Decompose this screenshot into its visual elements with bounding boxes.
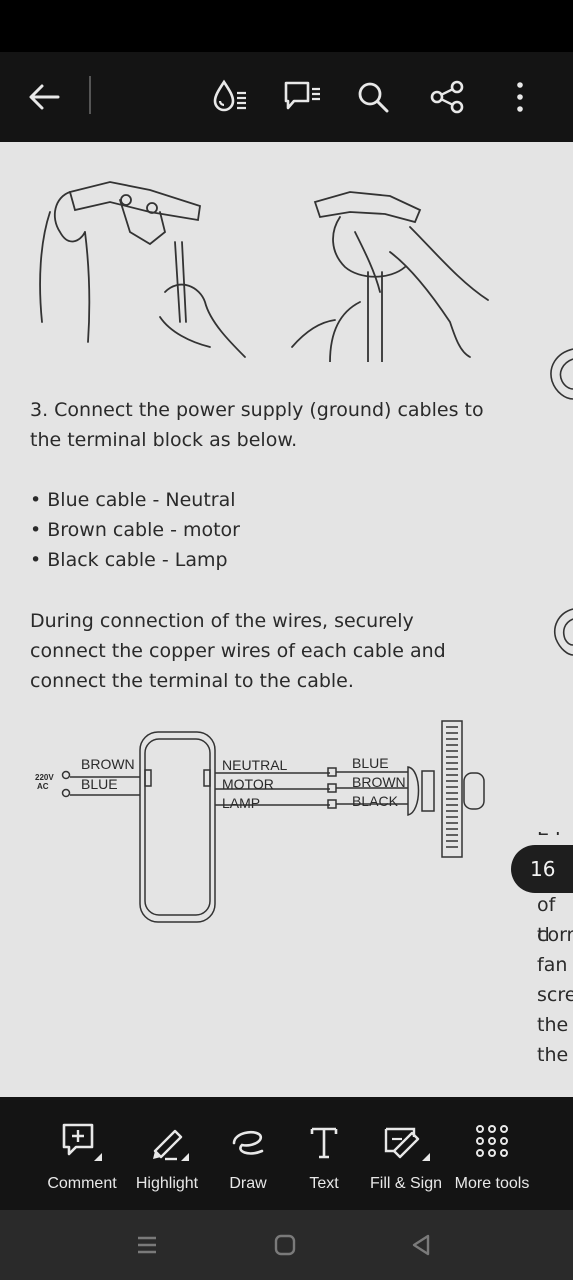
toolbar-divider: [89, 76, 91, 114]
top-toolbar: [0, 52, 573, 142]
bullet-item: • Brown cable - motor: [30, 519, 240, 541]
comment-list-icon[interactable]: [277, 72, 327, 122]
back-arrow-icon[interactable]: [19, 72, 69, 122]
tool-label: Text: [309, 1175, 339, 1192]
document-page[interactable]: 3. Connect the power supply (ground) cab…: [0, 142, 573, 1097]
back-nav-icon[interactable]: [408, 1232, 434, 1262]
step-3-line-2: the terminal block as below.: [30, 429, 298, 451]
wire-label-blue-in: BLUE: [81, 776, 118, 792]
bullet-text: Black cable - Lamp: [47, 549, 228, 571]
system-nav-bar: [0, 1210, 573, 1280]
step-3-line-1: 3. Connect the power supply (ground) cab…: [30, 399, 484, 421]
fill-sign-tool-button[interactable]: Fill & Sign: [365, 1121, 447, 1201]
installation-illustration: [39, 181, 489, 362]
paragraph-line-2: connect the copper wires of each cable a…: [30, 640, 446, 662]
tool-label: Highlight: [135, 1175, 199, 1192]
supply-voltage-label: 220V: [35, 773, 54, 782]
tool-label: Fill & Sign: [369, 1175, 443, 1192]
next-page-illustration: [550, 348, 573, 656]
bullet-text: Blue cable - Neutral: [47, 489, 236, 511]
share-icon[interactable]: [422, 72, 472, 122]
comment-add-icon: [62, 1123, 102, 1161]
tool-label: Draw: [229, 1175, 267, 1192]
wire-label-blue-fan: BLUE: [352, 755, 389, 771]
next-page-text: of tl: [537, 894, 556, 946]
next-page-text: the: [537, 1014, 569, 1036]
wiring-diagram: 220V AC BROWN BLUE NEUTRAL MOTOR LAMP BL…: [35, 720, 485, 923]
recent-apps-icon[interactable]: [134, 1232, 160, 1262]
paragraph-line-3: connect the terminal to the cable.: [30, 670, 354, 692]
tool-label: Comment: [47, 1175, 117, 1192]
next-page-text: scre: [537, 984, 573, 1006]
bullet-item: • Blue cable - Neutral: [30, 489, 236, 511]
page-number-badge[interactable]: 16: [511, 845, 573, 893]
more-vertical-icon[interactable]: [495, 72, 545, 122]
highlight-tool-button[interactable]: Highlight: [125, 1121, 209, 1201]
grid-icon: [476, 1125, 508, 1157]
wire-label-brown-in: BROWN: [81, 756, 135, 772]
next-page-cut-line: E I: [537, 832, 573, 844]
wire-label-neutral: NEUTRAL: [222, 757, 288, 773]
bullet-item: • Black cable - Lamp: [30, 549, 228, 571]
home-icon[interactable]: [272, 1232, 298, 1262]
read-aloud-icon[interactable]: [205, 72, 255, 122]
next-page-text: fan: [537, 954, 568, 976]
draw-tool-button[interactable]: Draw: [210, 1121, 286, 1201]
draw-icon: [232, 1130, 264, 1155]
next-page-text: corr: [537, 924, 573, 946]
status-bar: [0, 0, 573, 52]
text-tool-button[interactable]: Text: [290, 1121, 358, 1201]
paragraph-line-1: During connection of the wires, securely: [30, 610, 414, 632]
bottom-tools-bar: Comment Highlight Draw Text Fill & Sign …: [0, 1097, 573, 1210]
wire-label-motor: MOTOR: [222, 776, 274, 792]
wire-label-black-fan: BLACK: [352, 793, 399, 809]
next-page-text: the: [537, 1044, 569, 1066]
tool-label: More tools: [454, 1175, 530, 1192]
supply-type-label: AC: [37, 782, 49, 791]
highlight-pen-icon: [153, 1129, 189, 1161]
comment-tool-button[interactable]: Comment: [40, 1121, 124, 1201]
fill-sign-icon: [384, 1127, 430, 1161]
search-icon[interactable]: [348, 72, 398, 122]
wire-label-brown-fan: BROWN: [352, 774, 406, 790]
more-tools-button[interactable]: More tools: [449, 1121, 535, 1201]
bullet-text: Brown cable - motor: [47, 519, 240, 541]
text-icon: [310, 1127, 338, 1159]
wire-label-lamp: LAMP: [222, 795, 260, 811]
